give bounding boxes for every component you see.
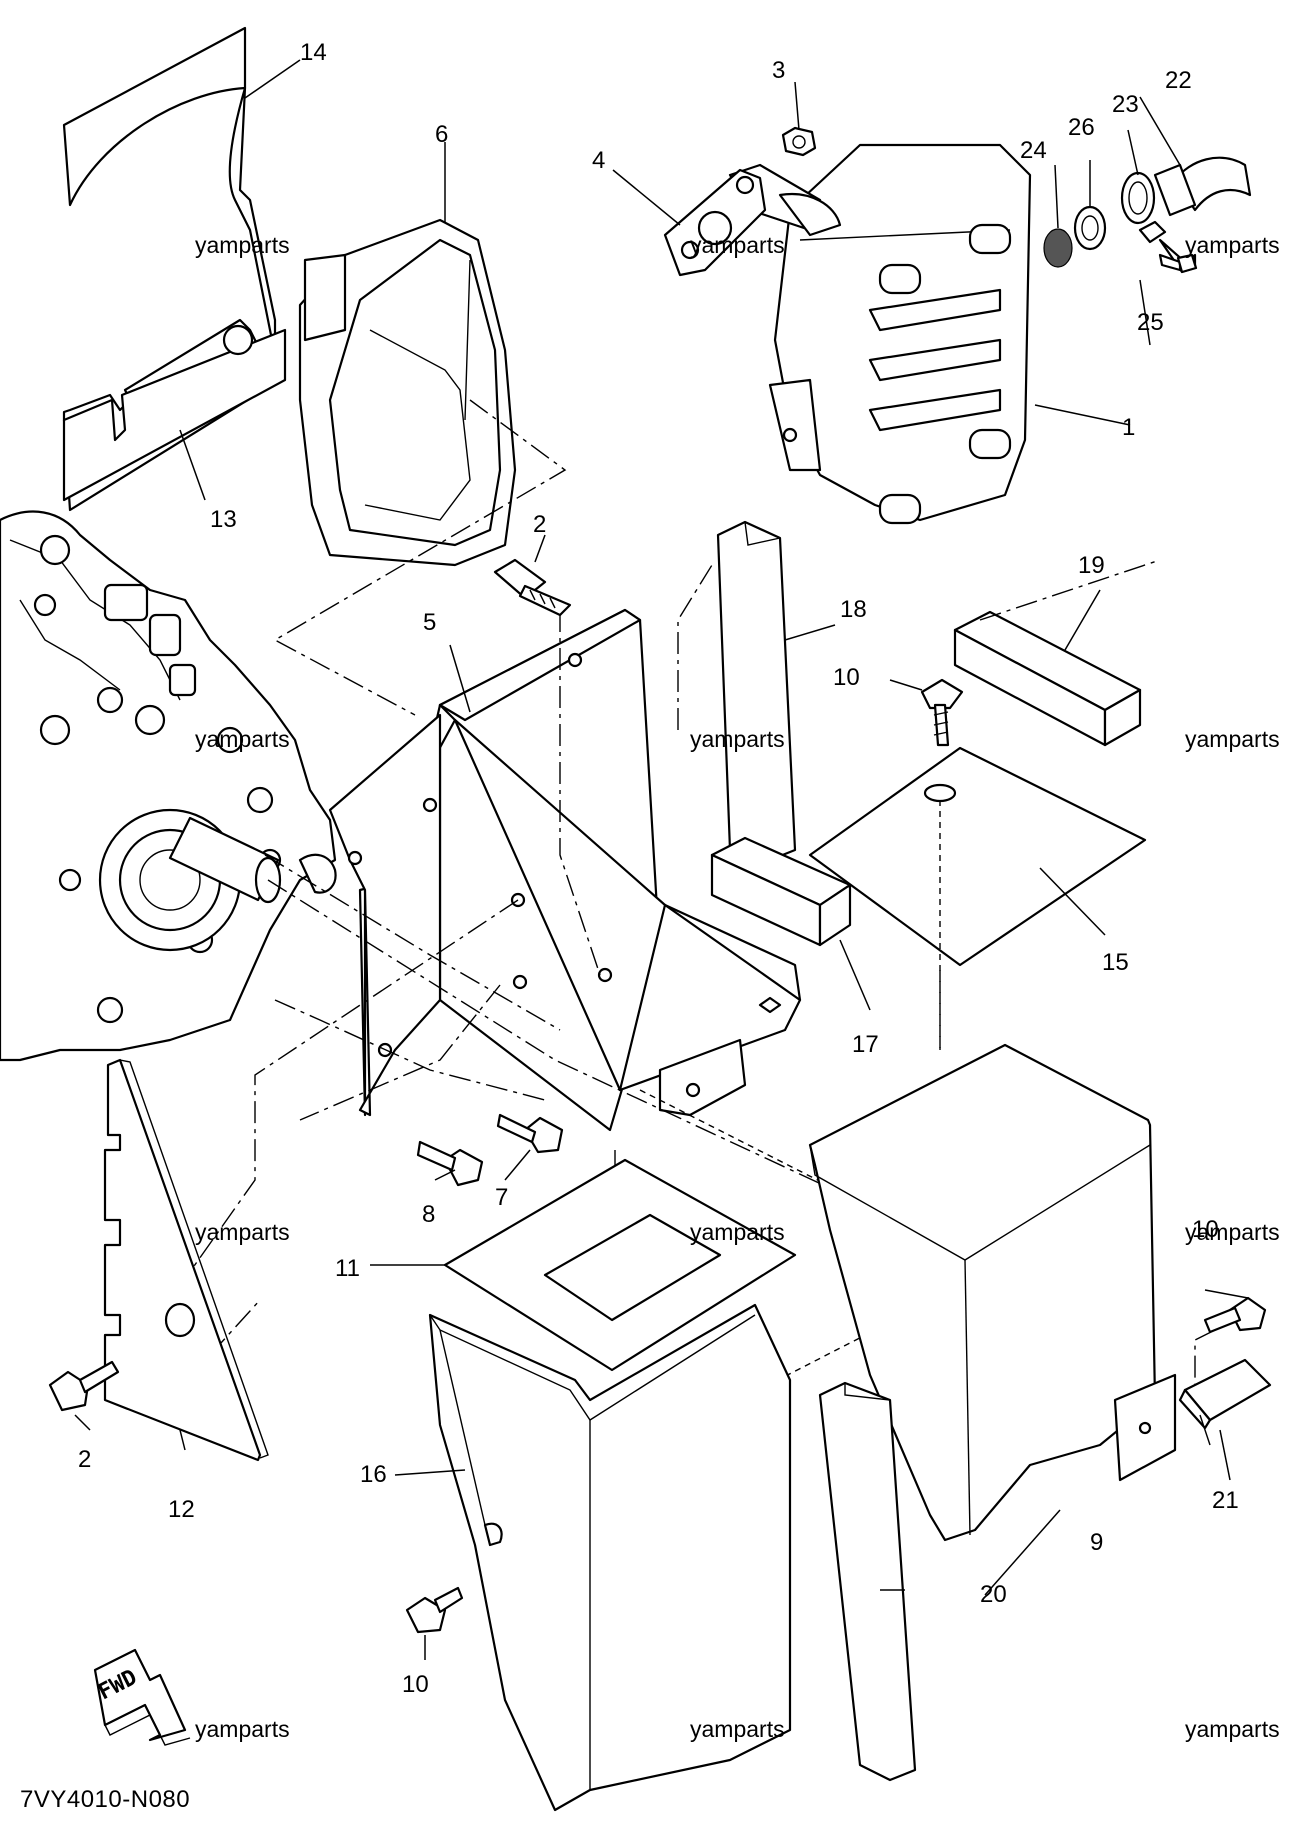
callout-4: 4: [592, 147, 605, 174]
gasket-4: [663, 168, 767, 277]
callout-25: 25: [1137, 309, 1164, 336]
callout-10-bottom: 10: [402, 1671, 429, 1698]
callout-11: 11: [335, 1255, 360, 1282]
bolt-25: [1158, 253, 1198, 274]
callout-12: 12: [168, 1496, 195, 1523]
callout-6: 6: [435, 121, 448, 148]
callout-7: 7: [495, 1184, 508, 1211]
callout-22: 22: [1165, 67, 1192, 94]
callout-20: 20: [980, 1581, 1007, 1608]
watermarks: yamparts yamparts yamparts yamparts yamp…: [195, 232, 1280, 1742]
mat-15: [808, 746, 1147, 967]
bolt-8: [416, 1140, 484, 1187]
callout-21: 21: [1212, 1487, 1239, 1514]
callout-19: 19: [1078, 552, 1105, 579]
callout-17: 17: [852, 1031, 879, 1058]
foam-17: [710, 836, 852, 947]
callout-2-top: 2: [533, 511, 546, 538]
watermark: yamparts: [1185, 726, 1280, 752]
watermark: yamparts: [1185, 1219, 1280, 1245]
callout-14: 14: [300, 39, 327, 66]
watermark: yamparts: [690, 726, 785, 752]
foam-19: [953, 610, 1142, 747]
cover-9: [808, 1043, 1177, 1542]
callout-15: 15: [1102, 949, 1129, 976]
callouts: 14 6 3 4 24 26 23 22 25 1 13 2 19 18 5 1…: [78, 39, 1239, 1698]
watermark: yamparts: [1185, 1716, 1280, 1742]
bolt-10-mid: [920, 678, 964, 747]
callout-23: 23: [1112, 91, 1139, 118]
watermark: yamparts: [1185, 232, 1280, 258]
callout-13: 13: [210, 506, 237, 533]
callout-16: 16: [360, 1461, 387, 1488]
plate-21: [1178, 1358, 1272, 1446]
callout-24: 24: [1020, 137, 1047, 164]
watermark: yamparts: [195, 232, 290, 258]
callout-10-right: 10: [1192, 1216, 1219, 1243]
bracket-5: [328, 608, 802, 1132]
callout-26: 26: [1068, 114, 1095, 141]
guide-6: [273, 399, 567, 716]
muffler-1: [728, 143, 1032, 525]
bolt-2-bottom: [48, 1360, 120, 1412]
nut-3: [781, 126, 817, 157]
fwd-arrow-icon: FWD: [93, 1648, 191, 1746]
foam-20: [818, 1381, 917, 1782]
bolt-10-right: [1203, 1296, 1267, 1334]
watermark: yamparts: [690, 1716, 785, 1742]
bolt-7: [496, 1113, 564, 1154]
cover-6: [298, 218, 517, 567]
bolt-10-bottom: [405, 1586, 464, 1634]
watermark: yamparts: [195, 726, 290, 752]
drawing-code: 7VY4010-N080: [20, 1786, 190, 1813]
watermark: yamparts: [690, 1219, 785, 1245]
callout-18: 18: [840, 596, 867, 623]
watermark: yamparts: [690, 232, 785, 258]
plate-11: [443, 1158, 797, 1372]
callout-8: 8: [422, 1201, 435, 1228]
callout-9: 9: [1090, 1529, 1103, 1556]
watermark: yamparts: [195, 1219, 290, 1245]
cover-16: [428, 1303, 792, 1812]
watermark: yamparts: [195, 1716, 290, 1742]
engine-block: [0, 510, 337, 1062]
foam-18: [716, 520, 797, 864]
callout-3: 3: [772, 57, 785, 84]
leader-lines: [74, 59, 1249, 1660]
callout-2-bottom: 2: [78, 1446, 91, 1473]
plate-12: [103, 1058, 269, 1462]
panel-13-14: [62, 26, 287, 512]
callout-10-mid: 10: [833, 664, 860, 691]
bolt-2-top: [493, 558, 572, 617]
callout-5: 5: [423, 609, 436, 636]
callout-1: 1: [1122, 414, 1135, 441]
